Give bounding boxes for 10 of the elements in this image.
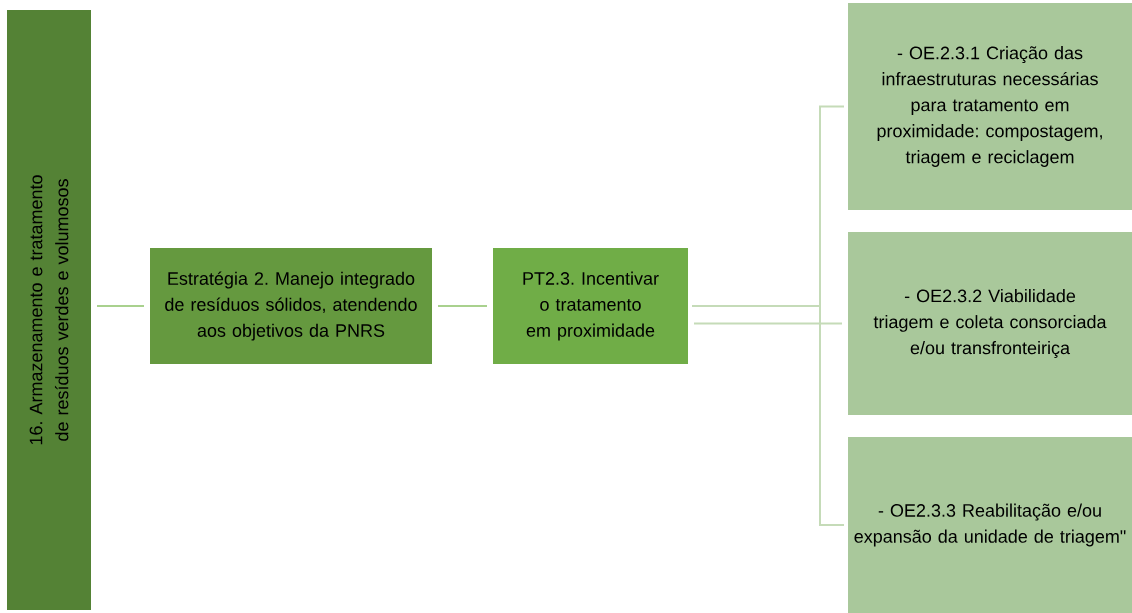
program-box: PT2.3. Incentivar o tratamento em proximidade xyxy=(493,248,688,364)
connector-line xyxy=(96,305,145,307)
objective-box: - OE2.3.3 Reabilitação e/ou expansão da unidade de triagem" xyxy=(848,437,1132,613)
connector-line xyxy=(691,305,845,526)
strategy-box: Estratégia 2. Manejo integrado de resíduos sólidos, atendendo aos objetivos da PNRS xyxy=(150,248,432,364)
objective-box: - OE2.3.2 Viabilidade triagem e coleta consorciada e/ou transfronteiriça xyxy=(848,232,1132,415)
connector-line xyxy=(437,305,488,307)
objective-box: - OE.2.3.1 Criação das infraestruturas necessárias para tratamento em proximidade: compostagem, triagem e reciclagem xyxy=(848,3,1132,210)
connector-line xyxy=(693,322,843,325)
category-bar: 16. Armazenamento e tratamento de resíduos verdes e volumosos xyxy=(7,10,91,610)
